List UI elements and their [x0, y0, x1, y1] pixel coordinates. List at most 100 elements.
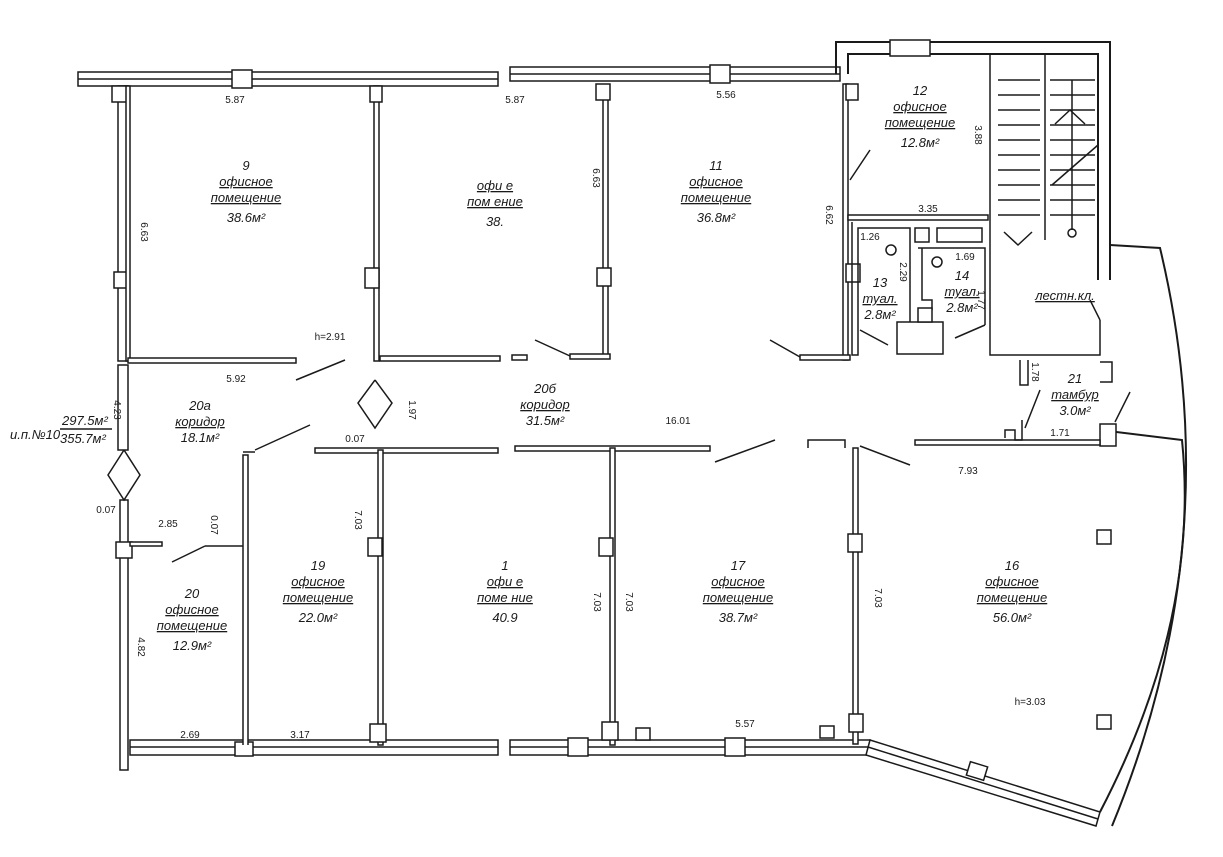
room-number: 20б: [533, 381, 556, 396]
room-area: 38.7м²: [719, 610, 758, 625]
exterior-walls: [77, 39, 1188, 827]
room-name2: помещение: [211, 190, 281, 205]
dimension-label: 1.69: [955, 252, 975, 263]
dimension-label: 6.63: [590, 168, 601, 188]
room-number: 11: [709, 158, 723, 173]
room-area: 12.8м²: [901, 135, 940, 150]
dimension-label: 2.69: [180, 730, 200, 741]
room-name2: помещение: [283, 590, 353, 605]
stair-treads: [998, 79, 1095, 216]
room-name1: коридор: [175, 414, 224, 429]
room-name2: помещение: [885, 115, 955, 130]
room-number: 9: [242, 158, 249, 173]
dimension-label: 5.92: [226, 374, 246, 385]
main-area: 297.5м²: [61, 413, 108, 428]
room-area: 3.0м²: [1059, 403, 1091, 418]
room-number: 16: [1005, 558, 1020, 573]
room-number: 19: [311, 558, 325, 573]
dimension-label: 2.29: [897, 262, 908, 282]
room-area: 56.0м²: [993, 610, 1032, 625]
dimension-label: h=2.91: [315, 332, 346, 343]
room-area: 38.6м²: [227, 210, 266, 225]
room-number: 14: [955, 268, 969, 283]
dimension-label: 7.93: [958, 466, 978, 477]
room-name1: коридор: [520, 397, 569, 412]
dimension-label: 1.26: [860, 232, 880, 243]
dimension-label: 7.03: [623, 592, 634, 612]
dimension-label: 6.63: [138, 222, 149, 242]
room-name1: офисное: [165, 602, 218, 617]
dimension-label: 3.17: [290, 730, 310, 741]
dimension-label: 3.35: [918, 204, 938, 215]
total-area: 355.7м²: [60, 431, 106, 446]
dimension-label: 3.88: [972, 125, 983, 145]
dimension-label: 5.87: [505, 95, 525, 106]
room-name1: туал.: [944, 284, 979, 299]
room-name1: офи е: [487, 574, 523, 589]
room-number: 21: [1067, 371, 1082, 386]
room-name1: офи е: [477, 178, 513, 193]
room-name1: офисное: [985, 574, 1038, 589]
room-name1: офисное: [689, 174, 742, 189]
room-name1: туал.: [862, 291, 897, 306]
room-number: 1: [501, 558, 508, 573]
room-area: 40.9: [492, 610, 517, 625]
dimension-label: 7.03: [591, 592, 602, 612]
room-area: 2.8м²: [945, 300, 978, 315]
room-number: 13: [873, 275, 888, 290]
room-name2: помещение: [977, 590, 1047, 605]
room-name1: тамбур: [1051, 387, 1099, 402]
dimension-label: 4.23: [111, 400, 122, 420]
dimension-label: 5.57: [735, 719, 755, 730]
dimension-label: 4.82: [135, 637, 146, 657]
room-area: 2.8м²: [863, 307, 896, 322]
room-area: 18.1м²: [181, 430, 220, 445]
dimension-label: 16.01: [665, 416, 690, 427]
dimension-label: 7.03: [352, 510, 363, 530]
room-area: 38.: [486, 214, 504, 229]
room-number: 20а: [188, 398, 211, 413]
interior-walls: [107, 54, 1131, 746]
dimension-label: 5.87: [225, 95, 245, 106]
room-name1: офисное: [219, 174, 272, 189]
dimension-label: 0.07: [208, 515, 219, 535]
dimension-label: 1.97: [406, 400, 417, 420]
summary-label: и.п.№10 297.5м² 355.7м²: [10, 413, 112, 446]
room-area: 12.9м²: [173, 638, 212, 653]
dimension-label: 2.85: [158, 519, 178, 530]
room-name2: поме ние: [477, 590, 533, 605]
dimension-label: 6.62: [823, 205, 834, 225]
room-name1: офисное: [711, 574, 764, 589]
dimension-label: 0.07: [96, 505, 116, 516]
room-area: 36.8м²: [697, 210, 736, 225]
dimension-label: h=3.03: [1015, 697, 1046, 708]
room-number: 20: [184, 586, 200, 601]
room-number: 12: [913, 83, 928, 98]
dimension-label: 0.07: [345, 434, 365, 445]
dimension-label: 1.77: [975, 290, 986, 310]
room-name2: пом ение: [467, 194, 523, 209]
room-name2: помещение: [681, 190, 751, 205]
room-number: 17: [731, 558, 746, 573]
room-name2: помещение: [157, 618, 227, 633]
dimension-label: 1.71: [1050, 428, 1070, 439]
room-area: 22.0м²: [298, 610, 338, 625]
unit-label: и.п.№10: [10, 427, 61, 442]
room-area: 31.5м²: [526, 413, 565, 428]
room-name1: офисное: [893, 99, 946, 114]
room-name1: лестн.кл.: [1034, 288, 1095, 303]
dimension-label: 1.78: [1029, 362, 1040, 382]
